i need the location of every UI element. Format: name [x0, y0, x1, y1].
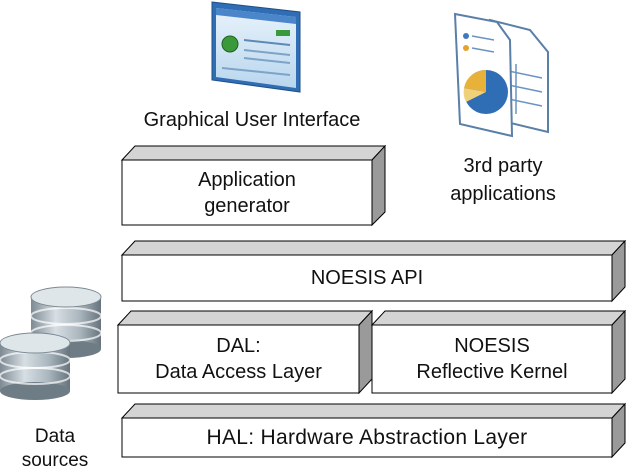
hal-label: HAL: Hardware Abstraction Layer [206, 425, 528, 449]
noesis-api-box [120, 239, 627, 303]
hal-box [120, 402, 627, 459]
browser-window-icon [211, 1, 301, 93]
kernel-line1: NOESIS [454, 335, 530, 357]
gui-label: Graphical User Interface [143, 109, 361, 131]
dal-line2: Data Access Layer [155, 361, 322, 383]
data-sources-label: Data sources [0, 425, 110, 473]
third-party-label: 3rd party applications [420, 152, 586, 208]
database-icon [0, 286, 102, 400]
kernel-label: NOESIS Reflective Kernel [372, 325, 612, 393]
dal-line1: DAL: [216, 335, 261, 357]
data-sources-line2: sources [21, 450, 89, 471]
app-generator-box [120, 144, 387, 227]
data-sources-line1: Data [34, 426, 76, 447]
kernel-box [370, 309, 627, 395]
noesis-api-label: NOESIS API [310, 267, 424, 289]
kernel-line2: Reflective Kernel [416, 361, 568, 383]
third-party-line2: applications [450, 183, 556, 205]
app-generator-line2: generator [204, 194, 290, 217]
dal-box [116, 309, 374, 395]
app-generator-line1: Application [198, 168, 296, 191]
documents-chart-icon [453, 12, 549, 138]
third-party-line1: 3rd party [463, 155, 543, 177]
app-generator-label: Application generator [122, 160, 372, 225]
dal-label: DAL: Data Access Layer [118, 325, 359, 393]
